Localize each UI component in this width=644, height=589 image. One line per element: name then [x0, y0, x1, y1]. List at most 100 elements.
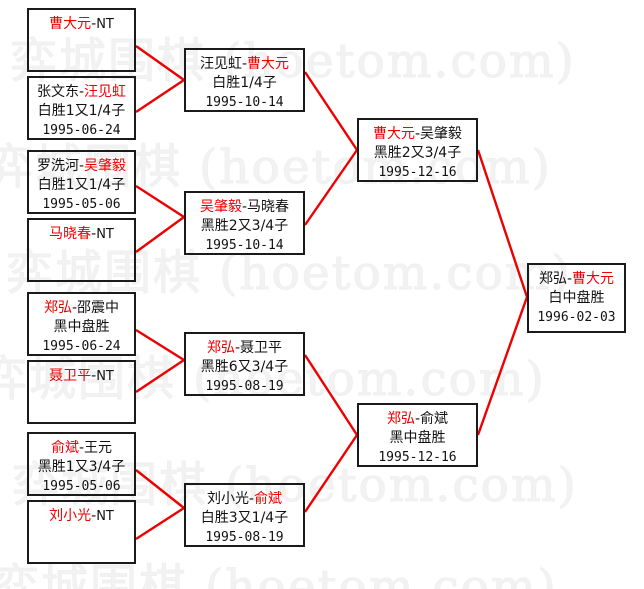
connector-r1m2-r2m1 [135, 79, 185, 113]
match-result: 白胜1又1/4子 [37, 103, 126, 119]
connector-r3m2-r4m1 [476, 296, 529, 436]
connector-r1m3-r2m2 [135, 184, 185, 219]
connector-r1m1-r2m1 [135, 45, 185, 81]
connector-r2m4-r3m2 [304, 434, 358, 513]
match-result: 黑中盘胜 [53, 319, 110, 335]
match-date: 1995-06-24 [42, 123, 121, 138]
player-separator: - [241, 56, 248, 72]
player-right: 吴肇毅 [84, 158, 127, 174]
match-result: 黑胜2又3/4子 [373, 145, 462, 161]
player-separator: - [78, 440, 85, 456]
connector-r1m8-r2m4 [135, 506, 185, 541]
player-separator: - [91, 226, 97, 242]
match-result: 白胜1又1/4子 [37, 177, 126, 193]
match-players: 曹大元-吴肇毅 [359, 125, 476, 144]
match-result: 黑胜2又3/4子 [200, 218, 289, 234]
connector-r2m2-r3m1 [304, 149, 358, 226]
match-players: 马晓春-NT [29, 225, 134, 244]
match-box-r2m1[interactable]: 汪见虹-曹大元 白胜1/4子 1995-10-14 [184, 48, 305, 112]
player-left: 张文东 [36, 84, 79, 100]
match-box-r1m8[interactable]: 刘小光-NT [27, 500, 136, 564]
player-right: NT [96, 17, 114, 32]
match-players: 曹大元-NT [29, 15, 134, 34]
match-players: 刘小光-俞斌 [186, 490, 303, 509]
match-result: 白胜1/4子 [212, 75, 277, 91]
player-right: 吴肇毅 [420, 126, 463, 142]
player-right: 聂卫平 [240, 340, 283, 356]
match-players: 刘小光-NT [29, 507, 134, 526]
match-date: 1995-10-14 [205, 238, 284, 253]
player-right: 俞斌 [420, 411, 449, 427]
player-right: 俞斌 [254, 491, 283, 507]
match-date: 1995-08-19 [205, 379, 284, 394]
match-date: 1995-12-16 [378, 165, 457, 180]
match-box-r1m2[interactable]: 张文东-汪见虹 白胜1又1/4子 1995-06-24 [27, 76, 136, 140]
player-right: 汪见虹 [84, 84, 127, 100]
match-box-final[interactable]: 郑弘-曹大元 白中盘胜 1996-02-03 [527, 263, 626, 333]
player-left: 汪见虹 [199, 56, 242, 72]
player-right: 王元 [84, 440, 113, 456]
match-box-r1m6[interactable]: 聂卫平-NT [27, 360, 136, 424]
match-box-r1m4[interactable]: 马晓春-NT [27, 218, 136, 282]
player-separator: - [566, 271, 573, 287]
player-left: 曹大元 [49, 16, 92, 32]
match-box-r1m5[interactable]: 郑弘-邵震中 黑中盘胜 1995-06-24 [27, 292, 136, 356]
connector-r1m4-r2m2 [135, 216, 185, 253]
match-players: 张文东-汪见虹 [29, 83, 134, 102]
connector-r1m6-r2m3 [135, 359, 185, 393]
match-box-r3m1[interactable]: 曹大元-吴肇毅 黑胜2又3/4子 1995-12-16 [357, 118, 478, 182]
match-result: 黑胜1又3/4子 [37, 459, 126, 475]
match-box-r2m3[interactable]: 郑弘-聂卫平 黑胜6又3/4子 1995-08-19 [184, 332, 305, 396]
match-date: 1996-02-03 [537, 310, 616, 325]
player-separator: - [91, 508, 97, 524]
match-result: 黑中盘胜 [389, 430, 446, 446]
match-date: 1995-05-06 [42, 479, 121, 494]
player-left: 聂卫平 [49, 368, 92, 384]
match-players: 罗洗河-吴肇毅 [29, 157, 134, 176]
connector-r1m7-r2m4 [135, 469, 185, 509]
match-players: 吴肇毅-马晓春 [186, 198, 303, 217]
player-left: 马晓春 [49, 226, 92, 242]
player-left: 俞斌 [50, 440, 79, 456]
player-left: 曹大元 [372, 126, 415, 142]
player-separator: - [414, 126, 421, 142]
match-box-r1m7[interactable]: 俞斌-王元 黑胜1又3/4子 1995-05-06 [27, 432, 136, 496]
player-separator: - [71, 300, 78, 316]
connector-r2m1-r3m1 [304, 71, 358, 151]
match-result: 白中盘胜 [548, 290, 605, 306]
player-left: 罗洗河 [36, 158, 79, 174]
player-right: 曹大元 [572, 271, 615, 287]
match-result: 白胜3又1/4子 [200, 510, 289, 526]
player-left: 郑弘 [206, 340, 235, 356]
player-left: 刘小光 [206, 491, 249, 507]
match-players: 汪见虹-曹大元 [186, 55, 303, 74]
match-box-r2m2[interactable]: 吴肇毅-马晓春 黑胜2又3/4子 1995-10-14 [184, 191, 305, 255]
player-left: 郑弘 [43, 300, 72, 316]
match-box-r3m2[interactable]: 郑弘-俞斌 黑中盘胜 1995-12-16 [357, 403, 478, 467]
match-players: 郑弘-俞斌 [359, 410, 476, 429]
player-right: NT [96, 227, 114, 242]
connector-r1m5-r2m3 [135, 328, 185, 362]
match-players: 俞斌-王元 [29, 439, 134, 458]
match-date: 1995-12-16 [378, 450, 457, 465]
player-separator: - [241, 199, 248, 215]
player-right: 曹大元 [247, 56, 290, 72]
player-right: 邵震中 [77, 300, 120, 316]
match-players: 郑弘-聂卫平 [186, 339, 303, 358]
match-result: 黑胜6又3/4子 [200, 359, 289, 375]
match-box-r1m1[interactable]: 曹大元-NT [27, 8, 136, 72]
player-right: 马晓春 [247, 199, 290, 215]
player-separator: - [91, 368, 97, 384]
player-separator: - [414, 411, 421, 427]
match-box-r2m4[interactable]: 刘小光-俞斌 白胜3又1/4子 1995-08-19 [184, 483, 305, 547]
match-box-r1m3[interactable]: 罗洗河-吴肇毅 白胜1又1/4子 1995-05-06 [27, 150, 136, 214]
player-right: NT [96, 369, 114, 384]
player-separator: - [78, 84, 85, 100]
match-date: 1995-05-06 [42, 197, 121, 212]
connector-r2m3-r3m2 [303, 354, 359, 436]
match-date: 1995-08-19 [205, 530, 284, 545]
match-date: 1995-10-14 [205, 95, 284, 110]
match-players: 聂卫平-NT [29, 367, 134, 386]
player-separator: - [91, 16, 97, 32]
connector-r3m1-r4m1 [476, 149, 529, 298]
